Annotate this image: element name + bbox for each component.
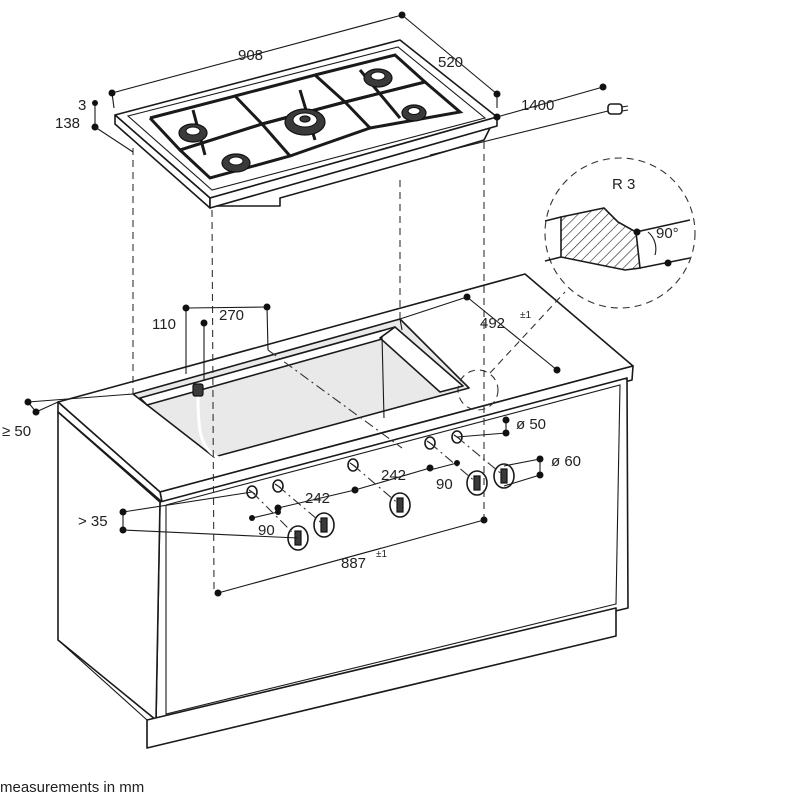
gas-connector <box>192 383 204 397</box>
dim-edge-radius: R 3 <box>612 176 635 193</box>
dim-knob-height-offset: > 35 <box>78 513 108 530</box>
dim-knob-spacing-b: 242 <box>381 467 406 484</box>
dim-knob-pair-spacing-left: 90 <box>258 522 275 539</box>
dim-panel-thickness: 3 <box>78 97 86 114</box>
edge-profile <box>544 207 691 271</box>
burner <box>363 68 393 88</box>
dim-cutout-offset-gas: 270 <box>219 307 244 324</box>
cabinet-front-inset <box>165 384 621 715</box>
burner <box>401 104 427 122</box>
burner <box>221 153 251 173</box>
dim-cutout-width: 887 <box>341 555 366 572</box>
dim-cutout-width-tolerance: ±1 <box>376 549 387 560</box>
dim-knob-hole-diameter: ø 50 <box>516 416 546 433</box>
dimension-labels: 908 520 1400 3 138 R 3 90° 110 270 492 ±… <box>2 47 679 572</box>
dim-cooktop-width: 908 <box>238 47 263 64</box>
cooktop-right-edge <box>209 116 498 209</box>
cooktop <box>114 39 629 209</box>
dim-cutout-offset-left: 110 <box>152 316 176 333</box>
cutout-opening <box>132 318 470 458</box>
projection-lines <box>132 142 485 591</box>
knobs <box>246 430 515 551</box>
power-plug <box>607 103 629 115</box>
dim-cooktop-depth: 520 <box>438 54 463 71</box>
edge-detail-callout <box>457 157 696 411</box>
dim-knob-pair-spacing-right: 90 <box>436 476 453 493</box>
burner <box>178 123 208 143</box>
dim-cutout-depth: 492 <box>480 315 505 332</box>
units-footnote: measurements in mm <box>0 779 145 796</box>
dim-cable-length: 1400 <box>521 97 554 114</box>
wok-burner <box>284 108 326 136</box>
countertop-cutout <box>132 318 470 462</box>
dim-knob-spacing-a: 242 <box>305 490 330 507</box>
detail-circle <box>544 157 696 309</box>
dimension-lines <box>24 11 607 597</box>
grate-frame <box>126 46 487 191</box>
power-cable <box>429 109 613 156</box>
dim-knob-diameter: ø 60 <box>551 453 581 470</box>
dim-cooktop-height: 138 <box>55 115 80 132</box>
dim-edge-angle: 90° <box>656 225 679 242</box>
detail-marker-circle <box>457 369 499 411</box>
dim-wall-distance: ≥ 50 <box>2 423 31 440</box>
cutout-inner-right <box>379 326 464 393</box>
dim-cutout-depth-tolerance: ±1 <box>520 310 531 321</box>
